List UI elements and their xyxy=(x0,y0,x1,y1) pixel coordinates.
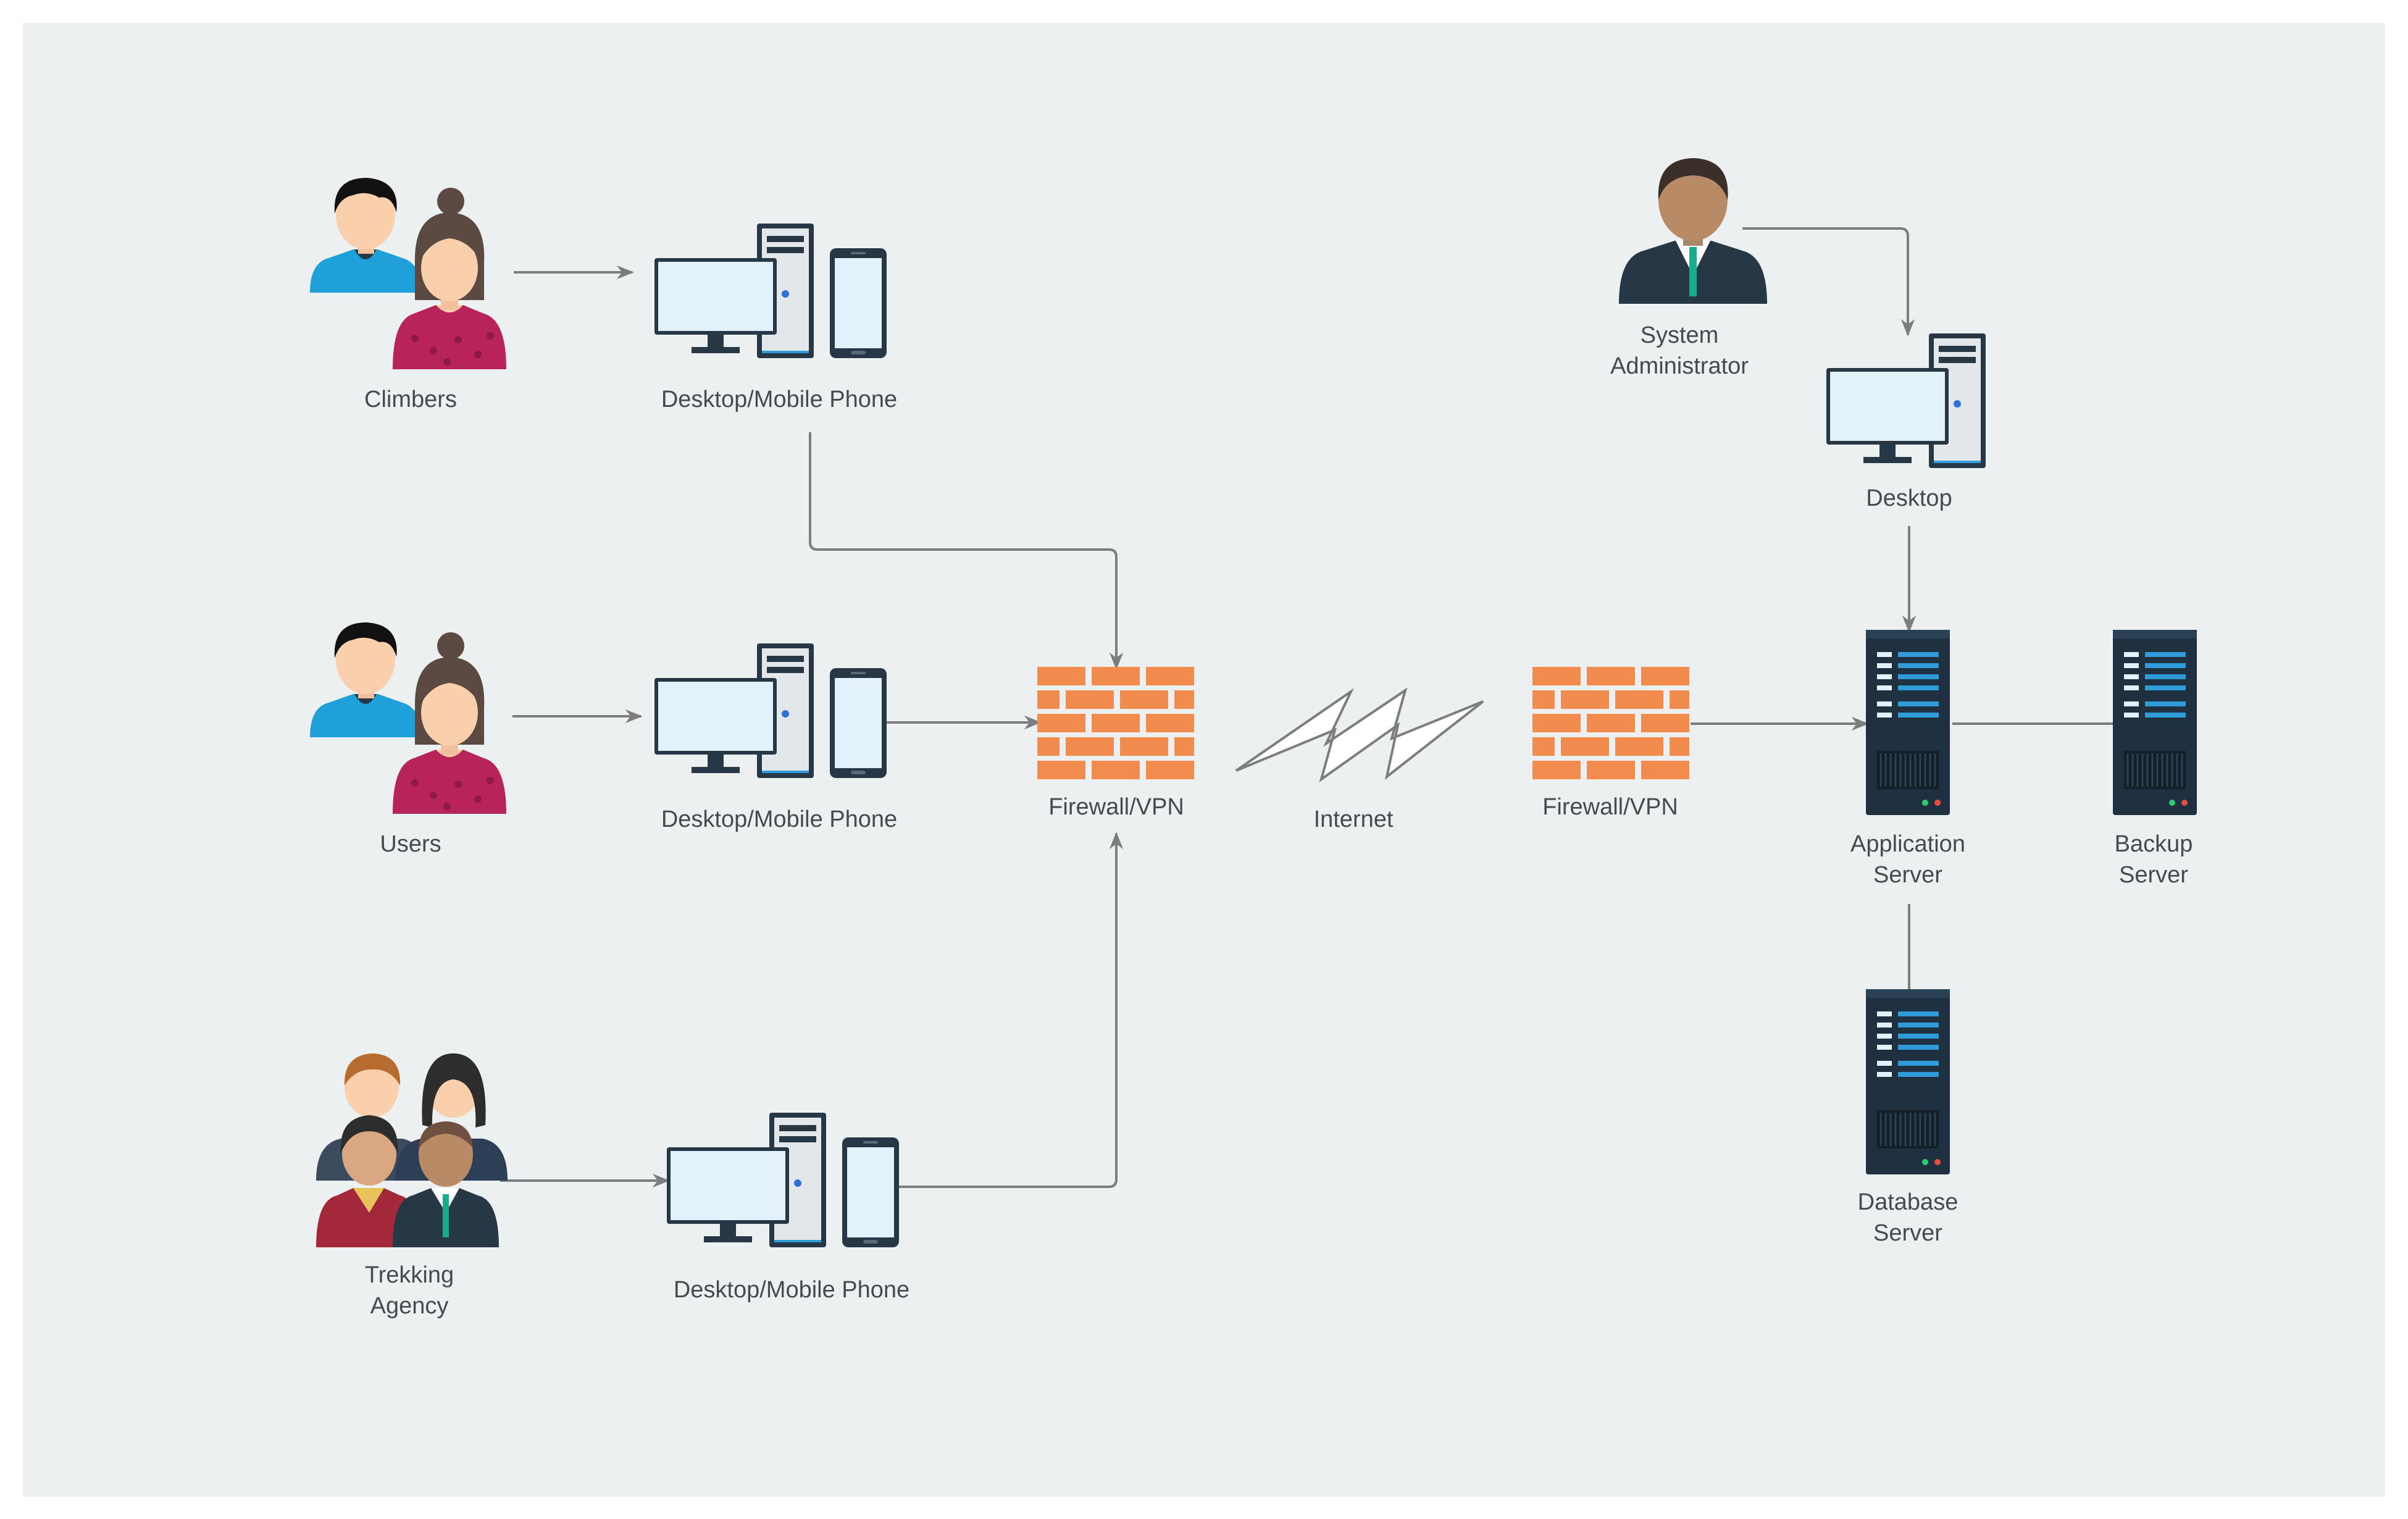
server-icon xyxy=(1865,988,1951,1176)
firewall-left-label: Firewall/VPN xyxy=(1048,794,1184,820)
backup-server-label: Backup Server xyxy=(2114,831,2193,888)
firewall-right-label: Firewall/VPN xyxy=(1542,794,1678,820)
application-server-label: Application Server xyxy=(1850,831,1965,888)
administrator-icon xyxy=(1619,158,1767,304)
people-pair-icon xyxy=(310,622,506,814)
internet-label: Internet xyxy=(1313,806,1394,832)
climbers-devices-label: Desktop/Mobile Phone xyxy=(661,387,898,412)
system-administrator-label: System Administrator xyxy=(1610,322,1749,379)
database-server-label: Database Server xyxy=(1857,1189,1959,1246)
connector-admin-to-desktop xyxy=(1742,227,1915,337)
climbers-label: Climbers xyxy=(364,387,457,412)
people-pair-icon xyxy=(310,178,506,369)
people-group-icon xyxy=(316,1053,508,1247)
server-icon xyxy=(1865,629,1951,816)
desktop-icon xyxy=(1826,333,1986,468)
connector-agency-devices-to-firewall xyxy=(895,832,1124,1188)
agency-devices-label: Desktop/Mobile Phone xyxy=(673,1277,910,1303)
admin-desktop-label: Desktop xyxy=(1866,485,1952,511)
users-label: Users xyxy=(380,831,441,857)
firewall-icon xyxy=(1532,667,1689,779)
lightning-icon xyxy=(1235,687,1484,782)
server-icon xyxy=(2112,629,2198,816)
desktop-mobile-icon xyxy=(654,224,887,358)
connector-climbers-devices-to-firewall xyxy=(809,432,1124,670)
users-devices-label: Desktop/Mobile Phone xyxy=(661,806,898,832)
trekking-agency-label: Trekking Agency xyxy=(364,1262,454,1319)
desktop-mobile-icon xyxy=(667,1113,899,1247)
firewall-icon xyxy=(1037,667,1194,779)
desktop-mobile-icon xyxy=(654,643,887,778)
